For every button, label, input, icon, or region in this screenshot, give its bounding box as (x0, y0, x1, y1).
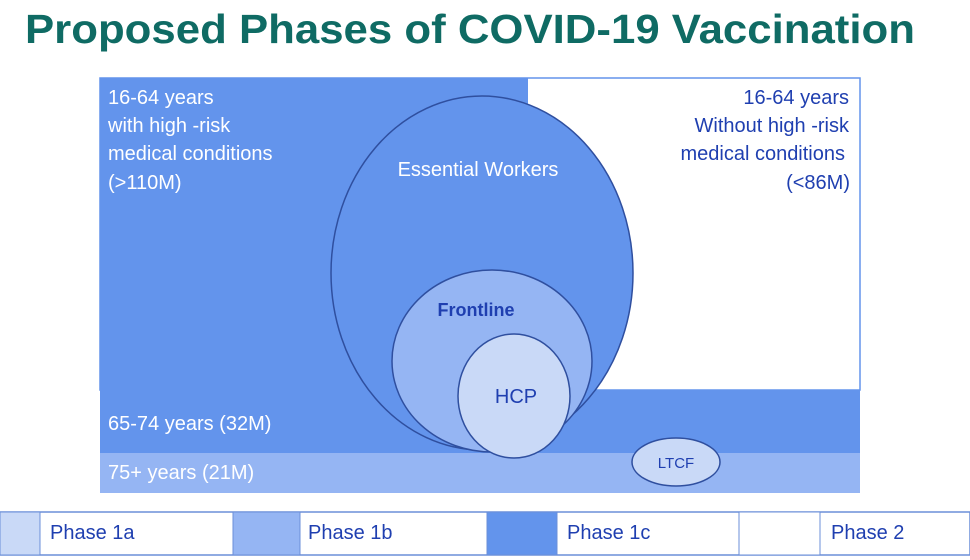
svg-text:16-64 years: 16-64 years (108, 87, 214, 109)
age-75-plus-label: 75+ years (21M) (108, 462, 254, 484)
svg-text:Without high -risk: Without high -risk (695, 115, 850, 137)
frontline-label: Frontline (438, 300, 515, 320)
phase-2-swatch (738, 511, 821, 556)
phase-1b-label: Phase 1b (308, 522, 393, 544)
svg-text:medical conditions: medical conditions (680, 143, 845, 165)
phase-1a-swatch (0, 511, 41, 556)
phase-1b-swatch (232, 511, 301, 556)
svg-text:16-64 years: 16-64 years (743, 87, 849, 109)
high-risk-label: 16-64 years with high -risk medical cond… (107, 87, 273, 194)
svg-text:with high -risk: with high -risk (107, 115, 231, 137)
svg-text:medical conditions: medical conditions (108, 143, 273, 165)
page-title: Proposed Phases of COVID-19 Vaccination (25, 6, 915, 52)
ltcf-ellipse (631, 437, 721, 487)
phase-1a-label: Phase 1a (50, 522, 135, 544)
hcp-ellipse (457, 333, 571, 459)
age-65-74-label: 65-74 years (32M) (108, 413, 271, 435)
phase-legend: Phase 1a Phase 1b Phase 1c Phase 2 (0, 511, 970, 556)
age-75-plus-band (100, 453, 860, 493)
phase-2-label: Phase 2 (831, 522, 904, 544)
phase-1c-swatch (486, 511, 558, 556)
ltcf-label: LTCF (658, 455, 694, 472)
essential-workers-label: Essential Workers (398, 159, 559, 181)
low-risk-label: 16-64 years Without high -risk medical c… (680, 87, 850, 194)
hcp-label: HCP (495, 386, 537, 408)
svg-text:(<86M): (<86M) (786, 172, 850, 194)
svg-text:(>110M): (>110M) (108, 172, 182, 194)
phase-1c-label: Phase 1c (567, 522, 650, 544)
